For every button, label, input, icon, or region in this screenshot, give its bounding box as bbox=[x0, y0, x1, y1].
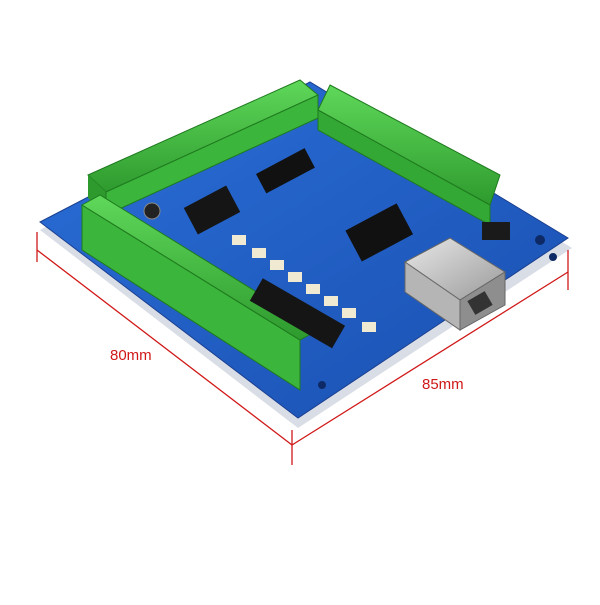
usb-port bbox=[404, 237, 506, 331]
mounting-hole bbox=[535, 235, 545, 245]
microcontroller-chip bbox=[345, 203, 414, 262]
dimension-lines bbox=[36, 232, 569, 465]
length-dimension-label: 85mm bbox=[422, 376, 464, 393]
led-row bbox=[232, 235, 376, 332]
ic-chip bbox=[183, 185, 241, 235]
width-dimension-label: 80mm bbox=[110, 347, 152, 364]
ic-chip bbox=[255, 148, 315, 194]
voltage-regulator bbox=[482, 222, 510, 240]
capacitor bbox=[143, 202, 161, 220]
back-terminal-block bbox=[87, 79, 319, 216]
right-terminal-block bbox=[317, 84, 501, 226]
mounting-hole bbox=[549, 253, 557, 261]
ic-chip bbox=[249, 278, 346, 349]
mounting-hole bbox=[318, 381, 326, 389]
